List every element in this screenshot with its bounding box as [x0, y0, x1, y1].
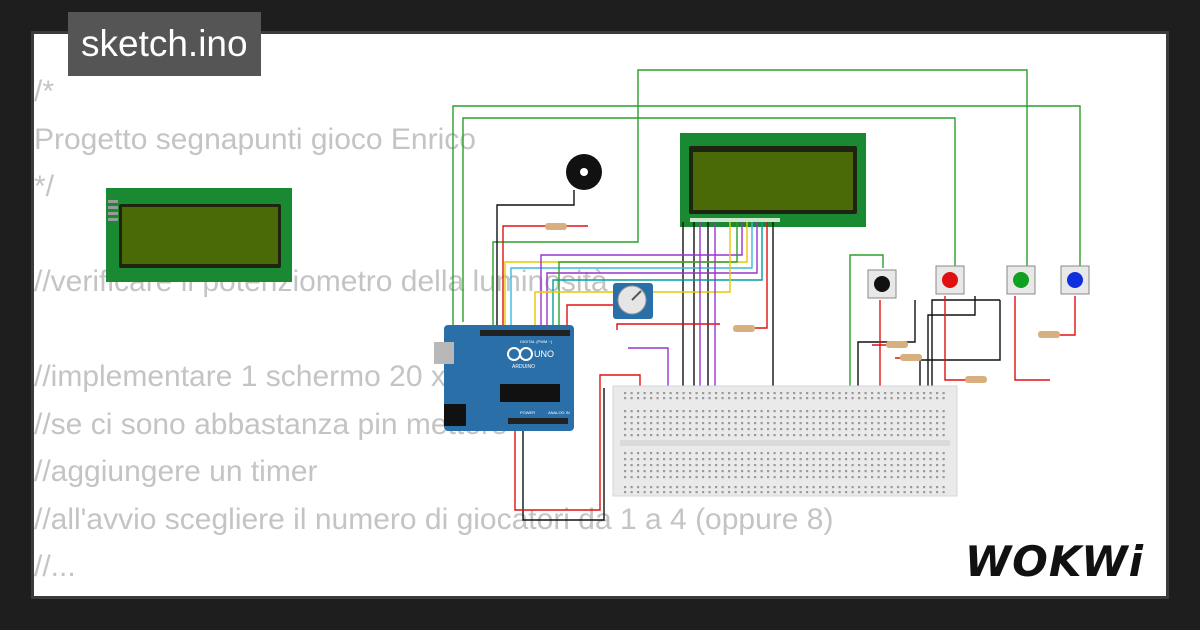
potentiometer: [613, 283, 653, 319]
buzzer: [566, 154, 602, 190]
arduino-uno-board: UNO ARDUINO DIGITAL (PWM ~) POWER ANALOG…: [434, 325, 574, 431]
breadboard: [612, 385, 958, 497]
file-name-tag: sketch.ino: [68, 12, 261, 76]
arduino-uno-label: UNO: [534, 349, 554, 359]
small-lcd: [106, 188, 292, 282]
arduino-digital-label: DIGITAL (PWM ~): [520, 339, 553, 344]
code-line: */: [34, 170, 55, 203]
code-line: /*: [34, 75, 55, 108]
wokwi-logo: WOKWi: [964, 537, 1144, 586]
resistors: [545, 223, 1060, 383]
code-line: Progetto segnapunti gioco Enrico: [34, 122, 476, 156]
arduino-power-label: POWER: [520, 410, 535, 415]
big-lcd: [680, 133, 866, 227]
code-line: //implementare 1 schermo 20 x: [34, 360, 446, 393]
code-line: //...: [34, 550, 76, 583]
push-buttons: [867, 265, 1090, 299]
code-line: //aggiungere un timer: [34, 455, 318, 488]
code-line: //all'avvio scegliere il numero di gioca…: [34, 502, 834, 536]
arduino-analog-label: ANALOG IN: [548, 410, 570, 415]
arduino-brand-label: ARDUINO: [512, 364, 535, 370]
